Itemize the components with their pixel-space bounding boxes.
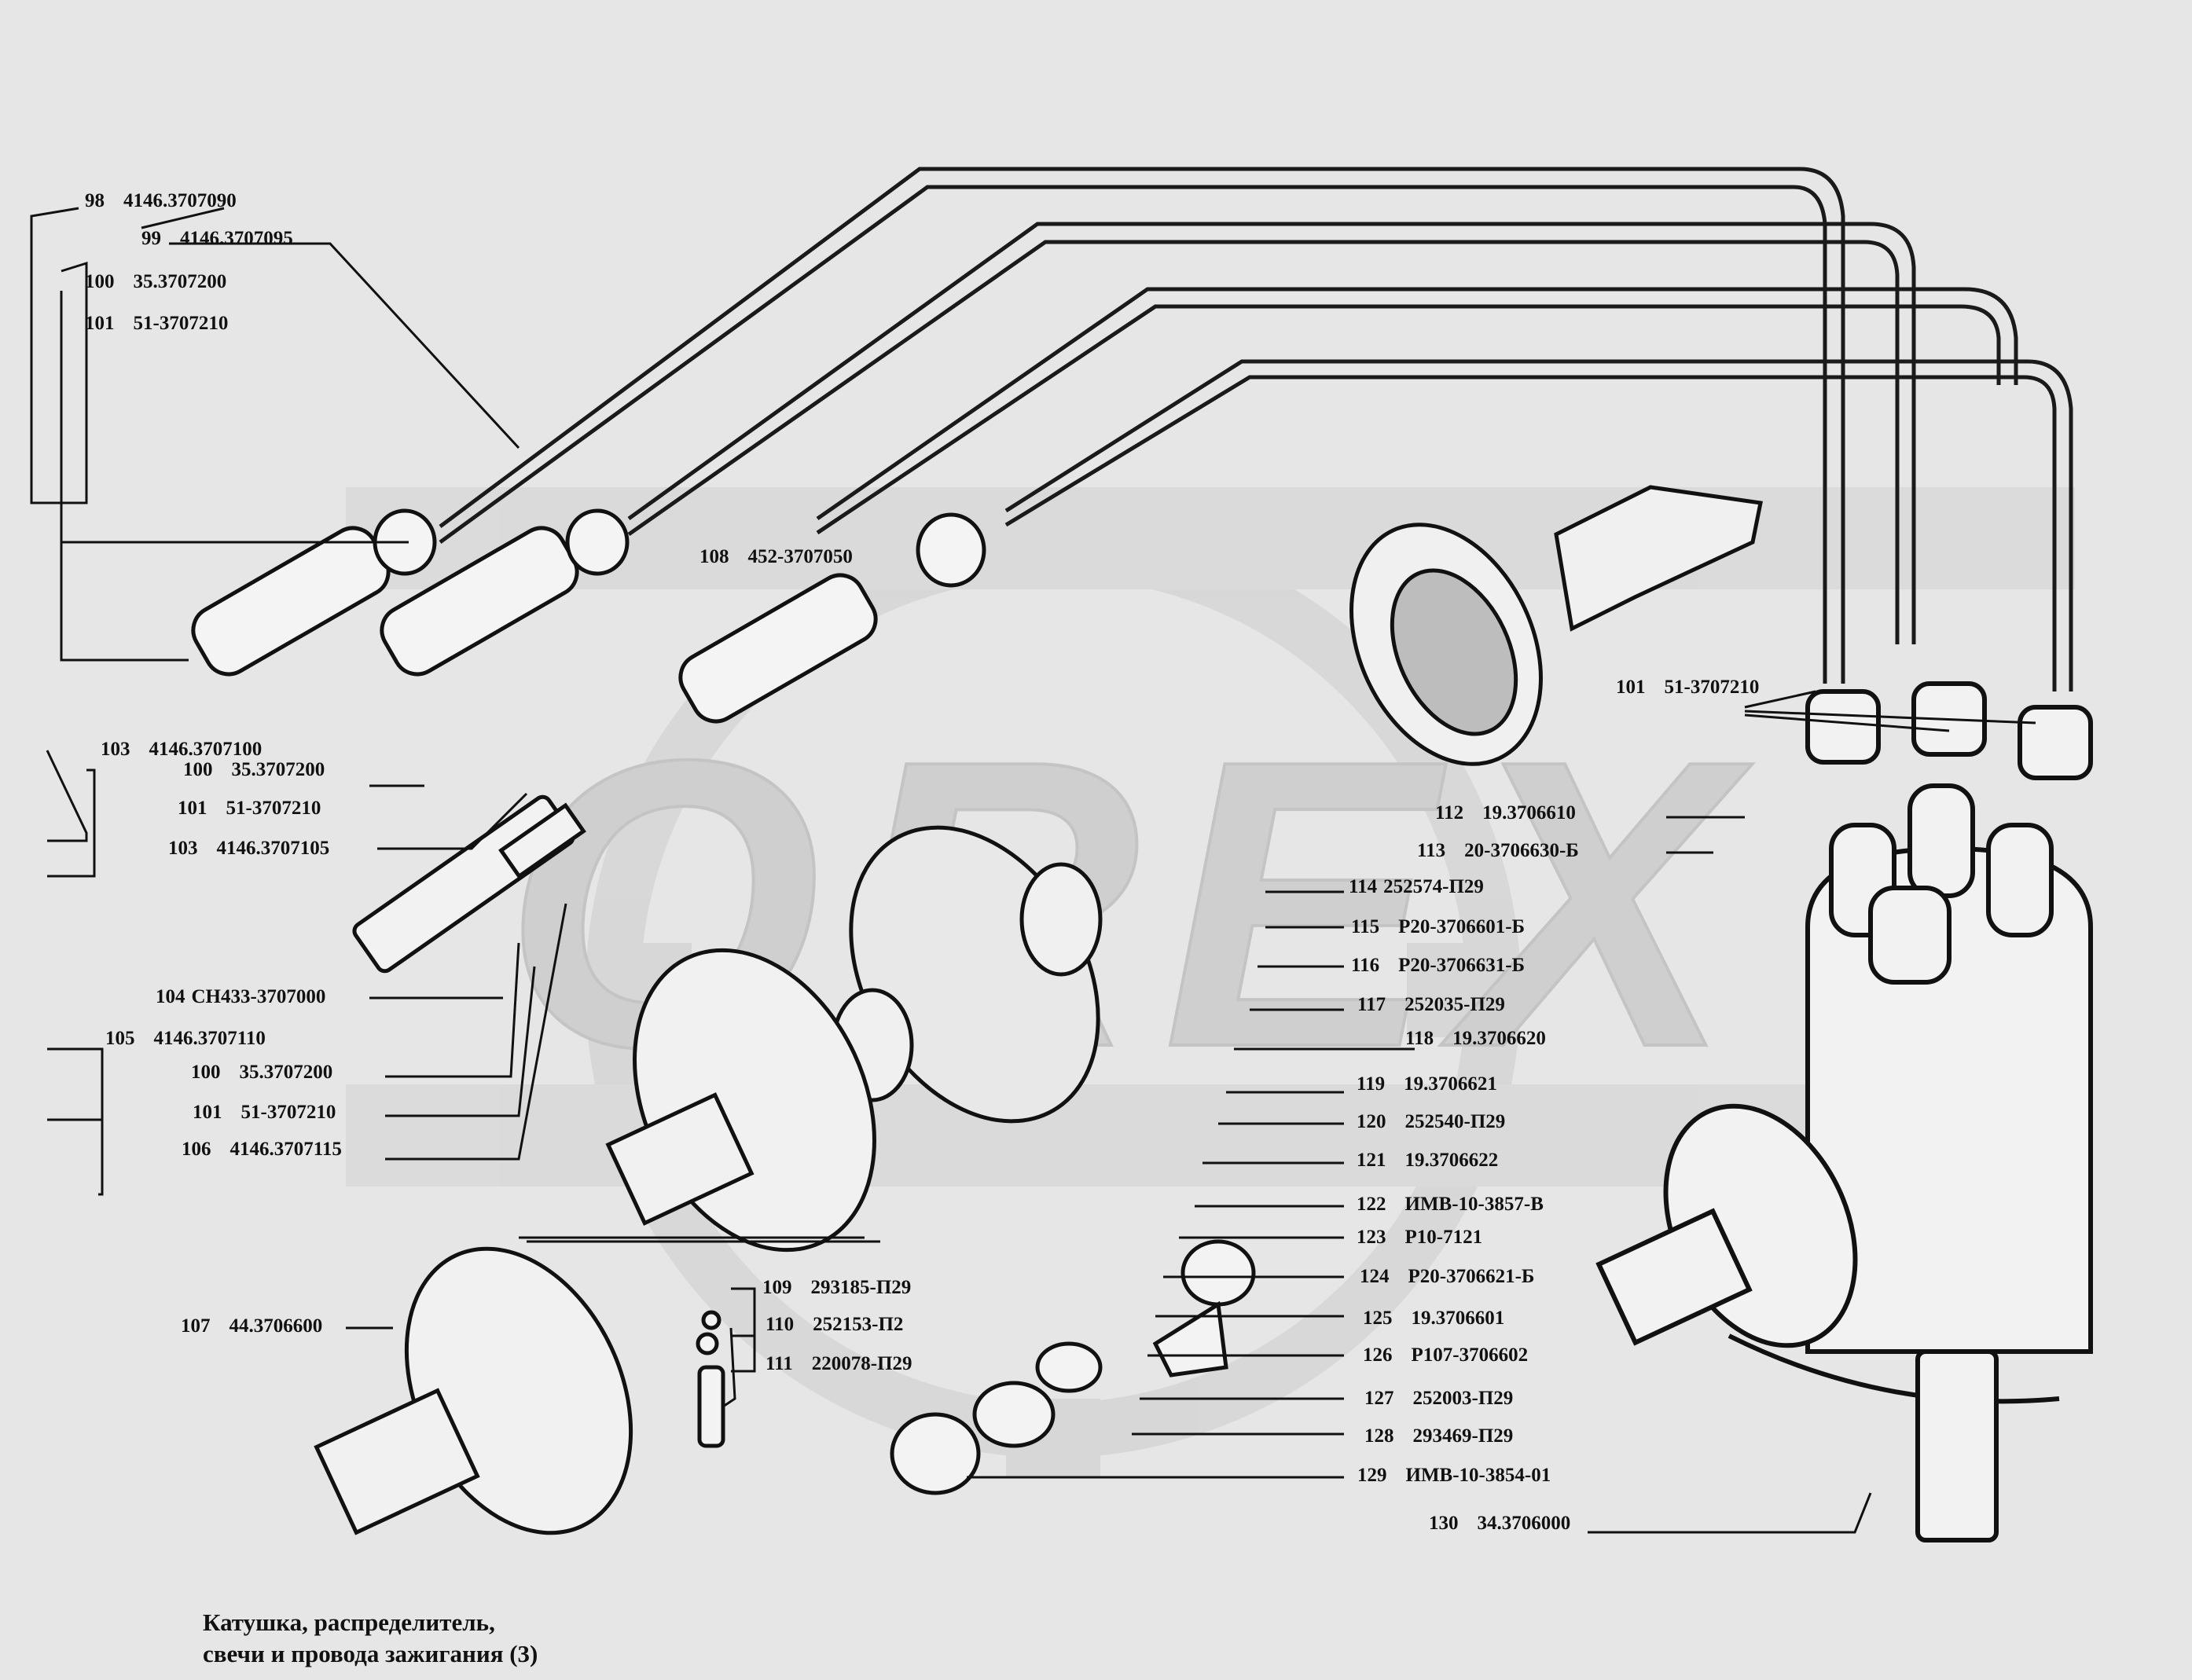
- caption-line-2: свечи и провода зажигания (3): [203, 1640, 538, 1667]
- distributor-body: [1595, 681, 2093, 1542]
- caption-line-1: Катушка, распределитель,: [203, 1608, 495, 1636]
- leader-lines: [30, 207, 2036, 1534]
- plug-caps: [191, 508, 986, 724]
- small-parts: [696, 1239, 1256, 1495]
- vacuum-regulator: [314, 948, 876, 1535]
- spark-plug: [352, 794, 586, 974]
- diagram-caption: Катушка, распределитель, свечи и провода…: [203, 1607, 538, 1670]
- distributor-parts: [831, 485, 1763, 1124]
- ignition-wires: [439, 167, 2073, 691]
